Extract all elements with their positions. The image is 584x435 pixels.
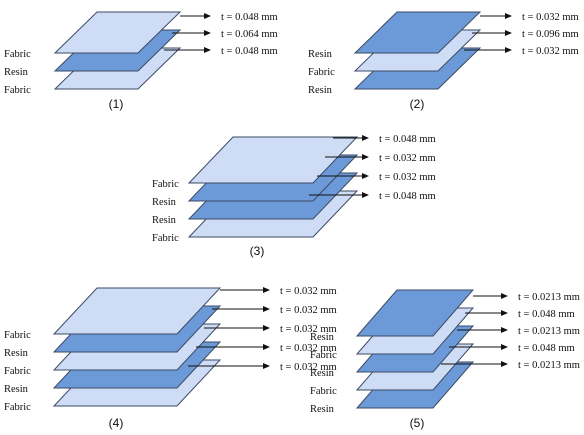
arrow-head (501, 327, 508, 333)
arrow-head (501, 310, 508, 316)
arrow-head (505, 13, 512, 19)
layer-material-label: Resin (308, 85, 333, 96)
layer-sheet-resin (355, 289, 475, 337)
arrow-head (204, 47, 211, 53)
layer-sheet-fabric (53, 11, 182, 54)
arrow-head (505, 47, 512, 53)
layer-material-label: Resin (310, 404, 335, 415)
thickness-label: t = 0.032 mm (379, 153, 436, 164)
thickness-label: t = 0.032 mm (522, 12, 579, 23)
layer-material-label: Resin (310, 332, 335, 343)
thickness-label: t = 0.032 mm (280, 305, 337, 316)
arrow-head (204, 30, 211, 36)
layer-material-label: Fabric (4, 49, 31, 60)
arrow-head (263, 325, 270, 331)
arrow-head (501, 344, 508, 350)
arrow-head (263, 363, 270, 369)
thickness-label: t = 0.096 mm (522, 29, 579, 40)
layer-material-label: Resin (308, 49, 333, 60)
thickness-label: t = 0.048 mm (221, 46, 278, 57)
thickness-label: t = 0.048 mm (379, 191, 436, 202)
layer-material-label: Fabric (4, 330, 31, 341)
thickness-label: t = 0.0213 mm (518, 326, 580, 337)
thickness-label: t = 0.048 mm (518, 343, 575, 354)
arrow-head (362, 135, 369, 141)
thickness-label: t = 0.0213 mm (518, 292, 580, 303)
thickness-label: t = 0.032 mm (280, 324, 337, 335)
arrow-head (204, 13, 211, 19)
layer-material-label: Resin (310, 368, 335, 379)
layer-material-label: Fabric (310, 386, 337, 397)
thickness-label: t = 0.032 mm (280, 286, 337, 297)
thickness-label: t = 0.032 mm (522, 46, 579, 57)
layer-sheet-resin (353, 11, 482, 54)
figure-caption: (4) (109, 416, 124, 430)
layer-material-label: Fabric (4, 85, 31, 96)
layer-material-label: Fabric (308, 67, 335, 78)
thickness-label: t = 0.032 mm (280, 343, 337, 354)
figure-caption: (2) (410, 97, 425, 111)
layer-sheet-fabric (52, 287, 222, 335)
layer-material-label: Resin (152, 215, 177, 226)
layer-material-label: Fabric (310, 350, 337, 361)
layer-material-label: Fabric (4, 366, 31, 377)
thickness-label: t = 0.048 mm (379, 134, 436, 145)
thickness-label: t = 0.032 mm (379, 172, 436, 183)
layer-material-label: Resin (4, 384, 29, 395)
thickness-label: t = 0.048 mm (221, 12, 278, 23)
arrow-head (362, 192, 369, 198)
thickness-label: t = 0.0213 mm (518, 360, 580, 371)
arrow-head (263, 344, 270, 350)
arrow-head (505, 30, 512, 36)
thickness-label: t = 0.048 mm (518, 309, 575, 320)
layer-material-label: Resin (4, 348, 29, 359)
arrow-head (362, 154, 369, 160)
figure-caption: (5) (410, 416, 425, 430)
arrow-head (362, 173, 369, 179)
layer-sheet-fabric (187, 136, 359, 184)
layer-material-label: Fabric (152, 179, 179, 190)
arrow-head (263, 287, 270, 293)
figure-caption: (1) (109, 97, 124, 111)
figure-caption: (3) (250, 244, 265, 258)
layer-material-label: Fabric (152, 233, 179, 244)
layer-material-label: Fabric (4, 402, 31, 413)
layer-material-label: Resin (4, 67, 29, 78)
arrow-head (263, 306, 270, 312)
arrow-head (501, 293, 508, 299)
thickness-label: t = 0.032 mm (280, 362, 337, 373)
arrow-head (501, 361, 508, 367)
layer-material-label: Resin (152, 197, 177, 208)
thickness-label: t = 0.064 mm (221, 29, 278, 40)
